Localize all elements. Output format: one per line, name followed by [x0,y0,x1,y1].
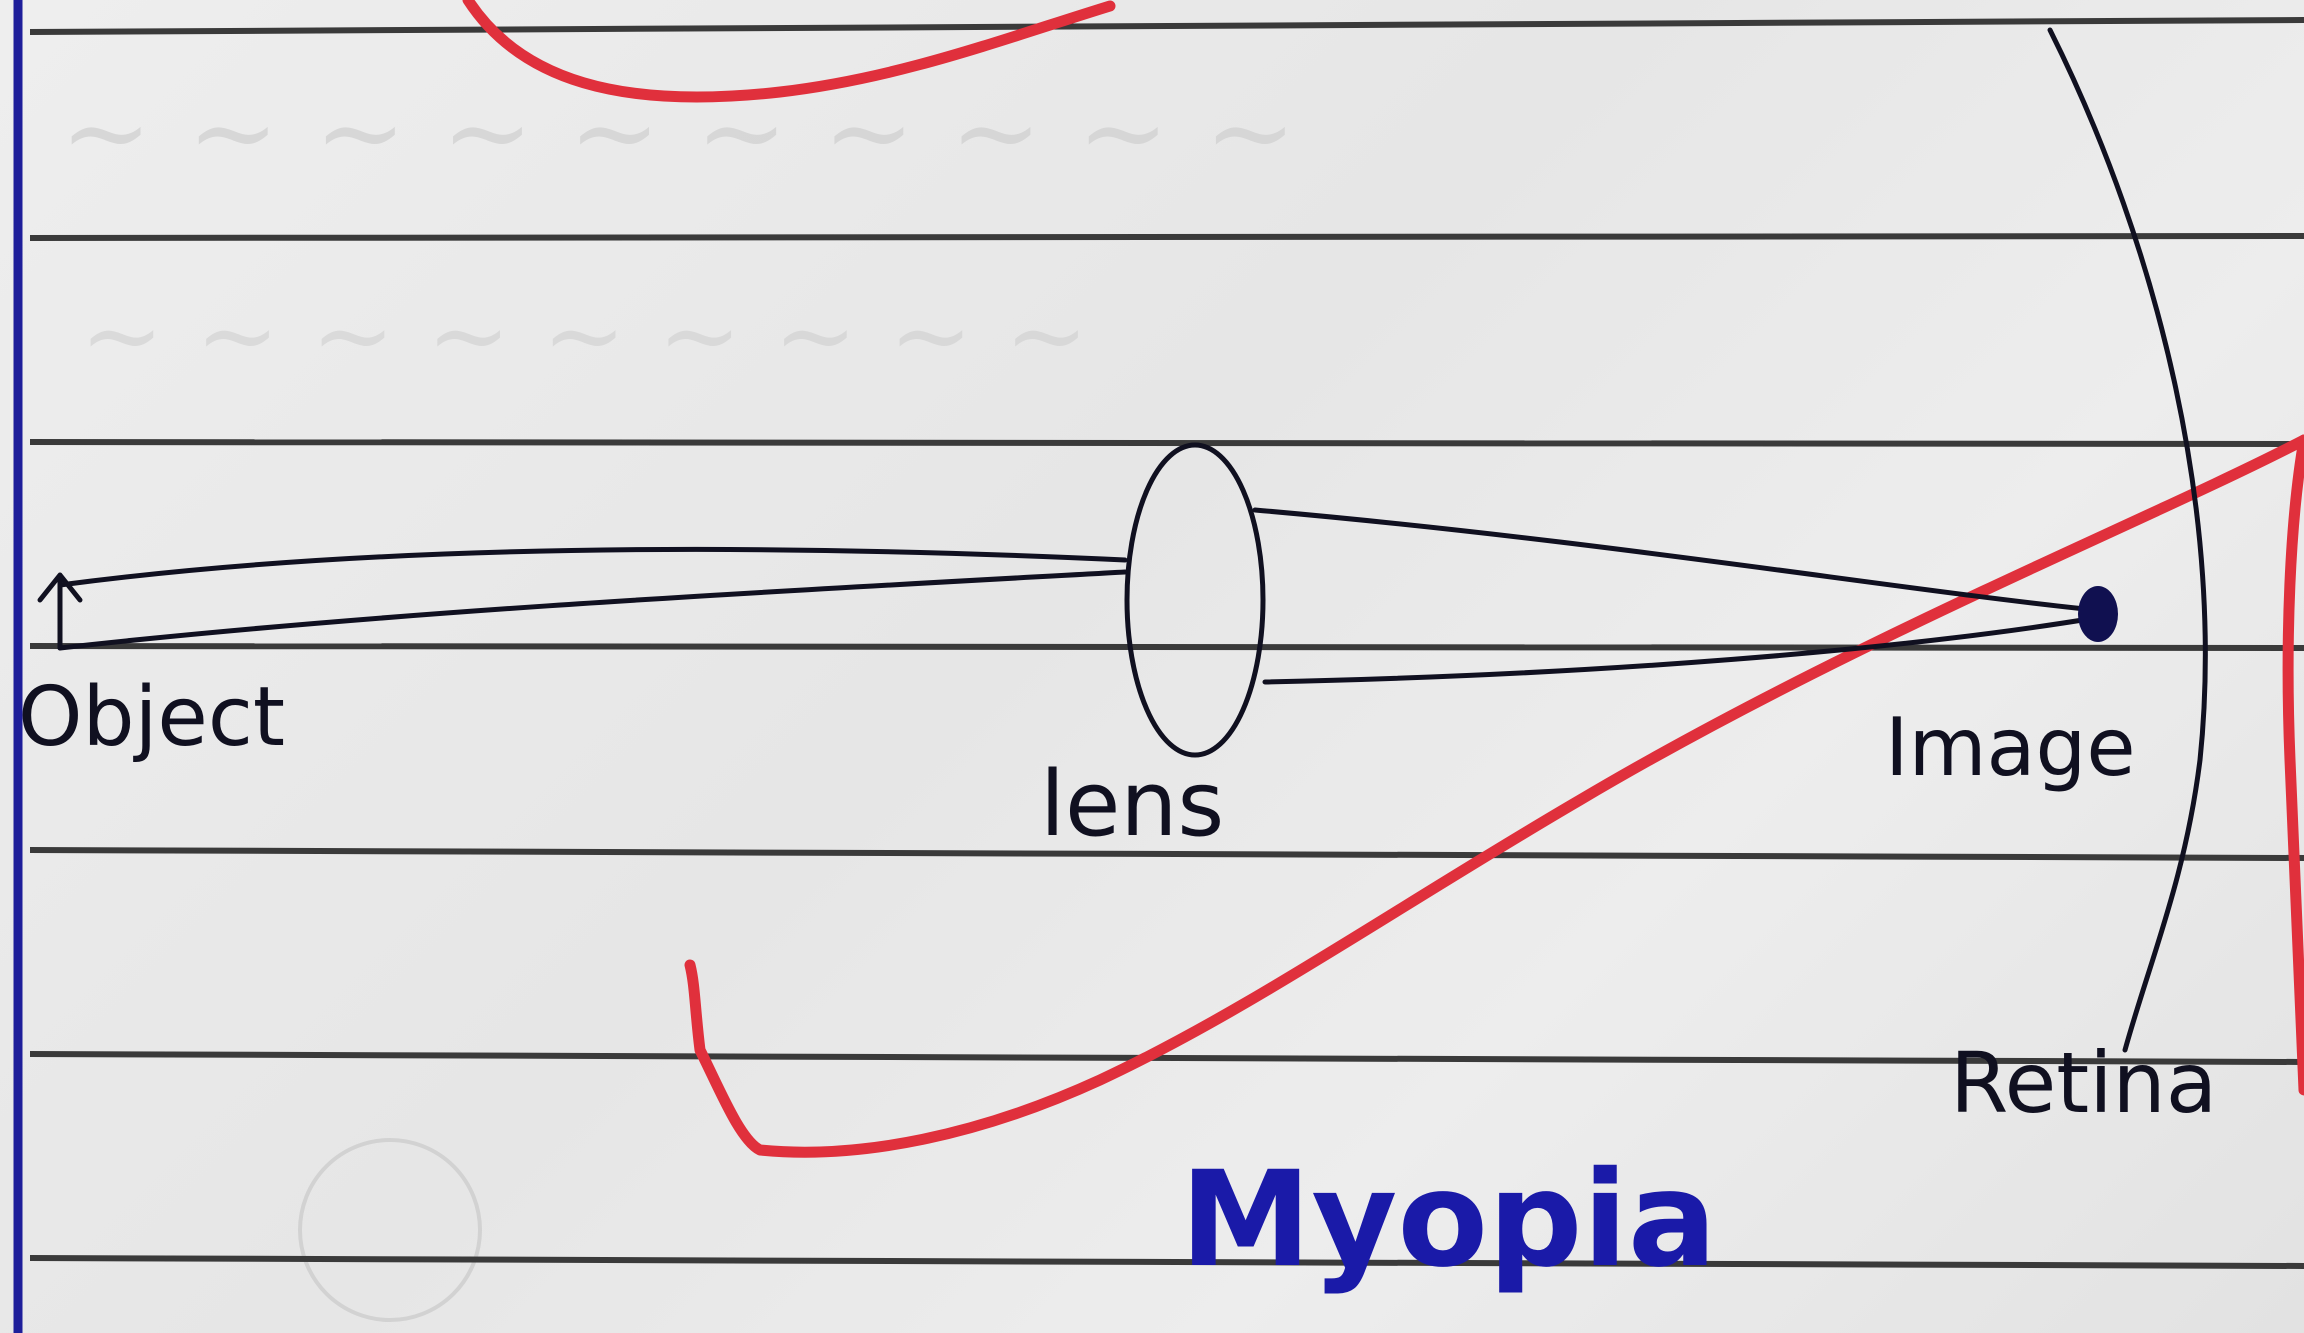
ruled-line-2 [30,236,2304,238]
diagram-title: Myopia [1180,1143,1717,1297]
object-label: Object [18,670,285,765]
ray-upper-outgoing [1255,510,2095,610]
retina-label: Retina [1950,1034,2217,1132]
red-curve-right [2288,440,2304,1090]
ruled-line-1 [30,20,2304,32]
image-point [2078,586,2118,642]
ghost-text-line-1: ~ ~ ~ ~ ~ ~ ~ ~ ~ ~ [60,68,1296,196]
lens-shape [1127,445,1263,755]
ray-lower-incoming [60,572,1125,648]
ruled-line-3 [30,442,2304,444]
retina-curve [2050,30,2205,1050]
ruled-line-7 [30,1258,2304,1266]
ghost-text-line-2: ~ ~ ~ ~ ~ ~ ~ ~ ~ [80,277,1088,394]
ghost-circle [300,1140,480,1320]
image-label: Image [1885,701,2136,794]
lens-label: lens [1040,752,1224,857]
ruled-line-4 [30,646,2304,648]
